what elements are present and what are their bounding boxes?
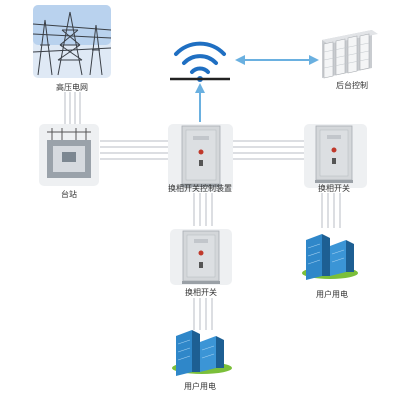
users-right-label: 用户用电 <box>316 290 348 299</box>
bus-lines-left <box>100 140 168 160</box>
buildings-right-icon <box>302 234 358 280</box>
hv-grid-image <box>32 5 112 78</box>
wifi-icon <box>174 41 226 74</box>
substation-image <box>39 124 99 186</box>
substation-label: 台站 <box>61 190 77 199</box>
hv-grid-label: 高压电网 <box>56 83 88 92</box>
controller-cabinet <box>168 124 233 192</box>
users-bottom-label: 用户用电 <box>184 382 216 391</box>
buildings-bottom-icon <box>172 330 232 376</box>
controller-label: 换相开关控制装置 <box>168 184 232 193</box>
drop-lines-mid <box>193 193 213 226</box>
switch-mid-cabinet <box>170 229 232 285</box>
drop-lines-bottom <box>193 298 213 330</box>
drop-lines-right <box>321 193 341 228</box>
backend-label: 后台控制 <box>336 81 368 90</box>
grid-feed-lines <box>64 92 81 124</box>
switch-right-cabinet <box>304 124 367 188</box>
bus-lines-right <box>233 140 304 160</box>
switch-right-label: 换相开关 <box>318 184 350 193</box>
switch-mid-label: 换相开关 <box>185 288 217 297</box>
server-rack-icon <box>322 30 378 79</box>
